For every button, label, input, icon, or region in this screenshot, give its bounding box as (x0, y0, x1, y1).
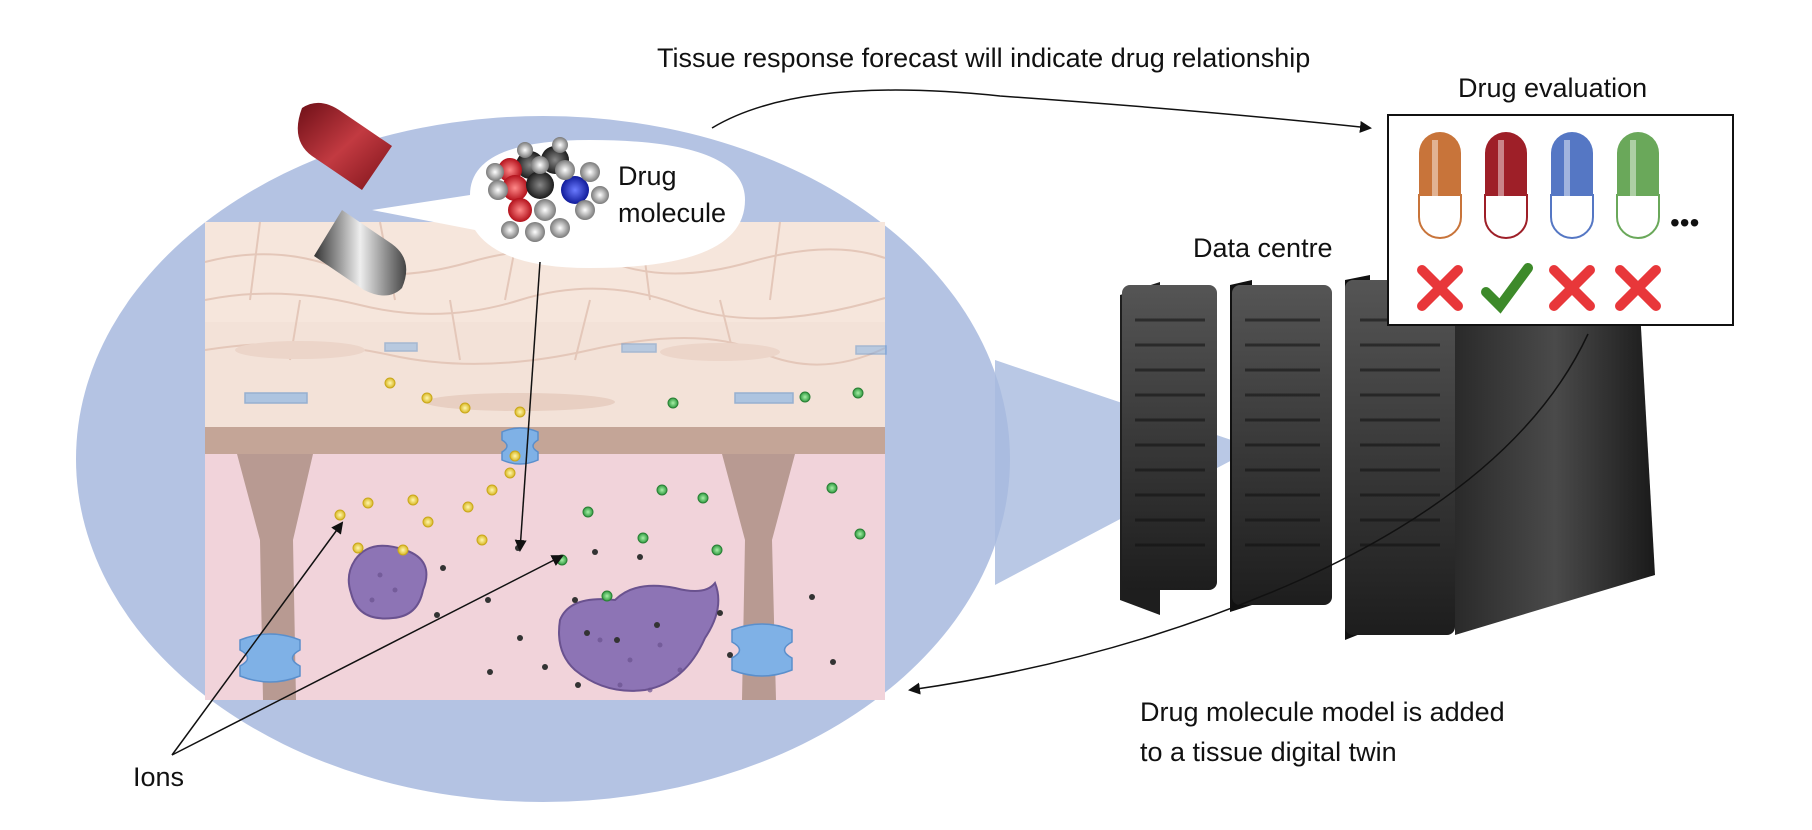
drug-molecule-line2: molecule (618, 198, 727, 228)
small-drug-molecules (434, 545, 836, 688)
check-icon (1481, 263, 1533, 314)
forecast-label: Tissue response forecast will indicate d… (657, 43, 1311, 73)
drug-evaluation-items: ••• (1417, 132, 1699, 314)
cross-icon (1549, 265, 1595, 311)
ions-label: Ions (133, 762, 185, 792)
drug-molecule-label: Drug molecule (618, 158, 726, 232)
capsule-icon (1418, 132, 1462, 239)
organelle-icon (347, 544, 720, 692)
cross-icon (1417, 265, 1463, 311)
forecast-arrow (711, 89, 1372, 133)
model-added-line1: Drug molecule model is added (1140, 697, 1505, 727)
molecule-arrow (514, 261, 541, 552)
model-added-line2: to a tissue digital twin (1140, 737, 1397, 767)
ion-channel-icon (239, 342, 887, 683)
capsule-icon (1484, 132, 1528, 239)
more-items-indicator: ••• (1670, 207, 1699, 238)
capsule-icon (1616, 132, 1660, 239)
server-icon (1120, 275, 1655, 640)
model-added-label: Drug molecule model is added to a tissue… (1140, 692, 1505, 772)
model-added-arrow (908, 333, 1589, 695)
capsule-icon (297, 102, 407, 296)
molecule-bubble (372, 140, 745, 268)
ions-pointer (171, 521, 564, 756)
drug-evaluation-title: Drug evaluation (1458, 73, 1648, 103)
data-centre-label: Data centre (1193, 233, 1333, 263)
capsule-icon (1550, 132, 1594, 239)
basement-membrane (205, 427, 885, 454)
drug-molecule-line1: Drug (618, 161, 677, 191)
ions-yellow (334, 377, 526, 556)
molecule-icon (486, 137, 609, 242)
cross-icon (1615, 265, 1661, 311)
